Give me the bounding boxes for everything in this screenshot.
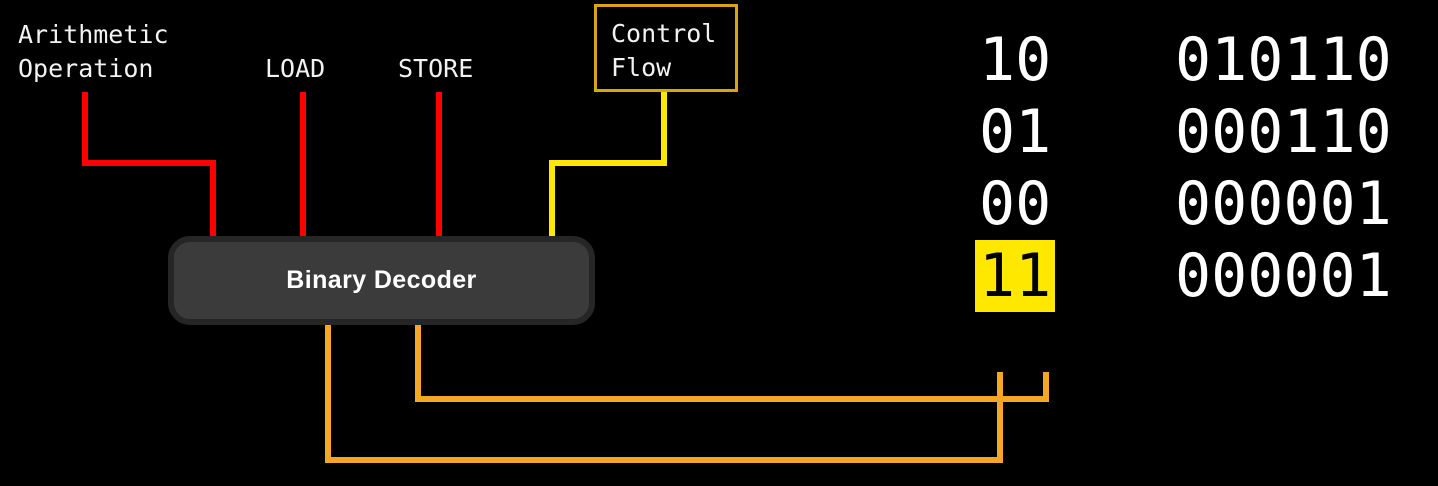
binary-row: 00 000001 [975, 168, 1435, 240]
input-label-arithmetic-operation: Arithmetic Operation [18, 20, 169, 83]
binary-code: 01 [979, 97, 1052, 167]
binary-code: 00 [979, 169, 1052, 239]
binary-decoder-node[interactable]: Binary Decoder [168, 236, 595, 325]
wire-control-flow [549, 92, 667, 238]
binary-value: 010110 [1175, 25, 1392, 95]
binary-value: 000001 [1175, 241, 1392, 311]
binary-code-highlighted: 11 [975, 240, 1056, 312]
binary-value: 000110 [1175, 97, 1392, 167]
binary-code: 10 [979, 25, 1052, 95]
input-label-load: LOAD [265, 54, 326, 83]
binary-row: 10 010110 [975, 24, 1435, 96]
wire-arithmetic-operation [82, 92, 216, 238]
wire-output-b [415, 325, 1049, 402]
binary-decoder-label: Binary Decoder [286, 266, 477, 294]
control-flow-box[interactable]: Control Flow [594, 4, 738, 92]
input-label-control-flow: Control Flow [611, 19, 717, 82]
binary-lookup-table: 10 010110 01 000110 00 000001 11 000001 [975, 24, 1435, 312]
binary-value: 000001 [1175, 169, 1392, 239]
binary-row: 01 000110 [975, 96, 1435, 168]
wire-output-a [325, 325, 1003, 463]
input-label-store: STORE [398, 54, 474, 83]
binary-row: 11 000001 [975, 240, 1435, 312]
